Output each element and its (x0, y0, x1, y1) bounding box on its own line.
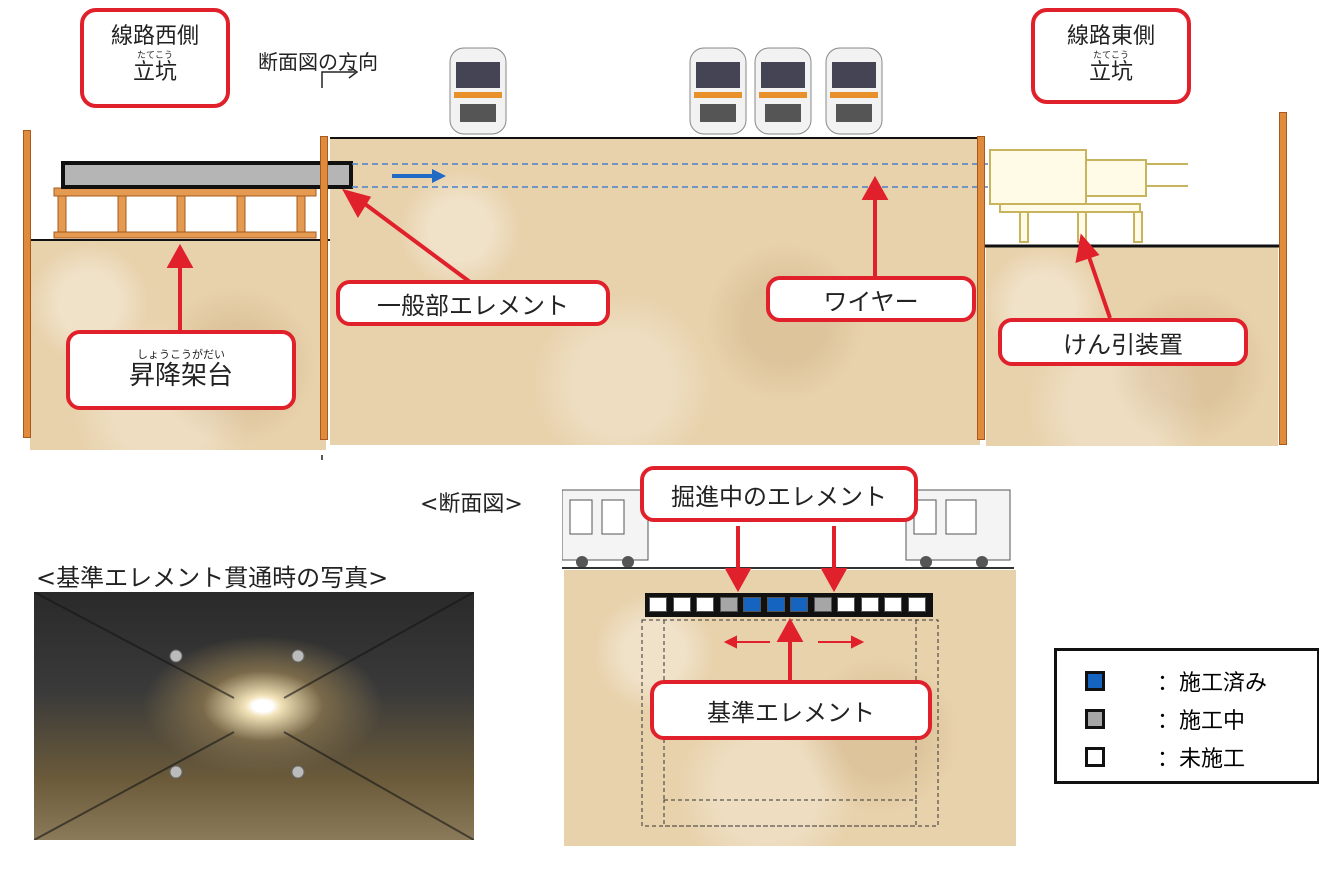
traction-device-label: けん引装置 (998, 318, 1248, 366)
tunnel-photo-lines (33, 591, 475, 841)
train-icon (449, 47, 507, 135)
legend-label-not-started: ：未施工 (1157, 747, 1246, 772)
legend-item: ：施工中 (1085, 703, 1245, 735)
section-direction-marks (321, 65, 359, 460)
east-inner-wall (977, 136, 985, 440)
element-row (645, 593, 933, 617)
west-shaft-label: 線路西側 たてこう 立坑 (80, 8, 230, 108)
west-shaft-title: 線路西側 (110, 24, 199, 49)
west-inner-wall (320, 136, 328, 440)
legend-item: ：未施工 (1085, 741, 1245, 773)
longitudinal-section-svg (28, 65, 1279, 460)
element-cell (766, 597, 785, 612)
west-shaft-name: 立坑 (132, 60, 177, 85)
element-cell (696, 597, 714, 612)
element-cell (719, 597, 738, 612)
tunnel-photo (33, 591, 475, 841)
element-cell (860, 597, 879, 612)
east-shaft-name: 立坑 (1088, 60, 1133, 85)
cross-section-title: <断面図> (420, 492, 523, 517)
legend-label-done: ：施工済み (1157, 671, 1268, 696)
train-icon (754, 47, 812, 135)
element-cell (837, 597, 855, 612)
general-element-label: 一般部エレメント (336, 280, 610, 326)
general-element-block (61, 161, 353, 189)
east-shaft-label: 線路東側 たてこう 立坑 (1031, 8, 1191, 104)
west-outer-wall (23, 130, 31, 438)
legend-item: ：施工済み (1085, 665, 1267, 697)
legend-box: ：施工済み ：施工中 ：未施工 (1054, 648, 1319, 784)
element-cell (813, 597, 832, 612)
platform-legs (57, 195, 306, 233)
excavating-element-label: 掘進中のエレメント (640, 466, 918, 522)
train-icon (825, 47, 883, 135)
train-icons (449, 47, 883, 135)
element-cell (672, 597, 691, 612)
element-cell (649, 597, 667, 612)
train-icon (689, 47, 747, 135)
platform-base (53, 231, 317, 239)
lift-platform-ruby: しょうこうがだい (137, 348, 225, 361)
legend-swatch-in-progress (1085, 709, 1105, 729)
train-side-left (562, 489, 649, 568)
west-shaft-ruby: たてこう (136, 51, 173, 61)
legend-swatch-not-started (1085, 747, 1105, 767)
lift-platform-text: 昇降架台 (128, 361, 233, 391)
east-shaft-title: 線路東側 (1066, 24, 1155, 49)
photo-title: <基準エレメント貫通時の写真> (36, 564, 389, 592)
label-arrows (166, 175, 1112, 330)
legend-label-in-progress: ：施工中 (1157, 709, 1246, 734)
cross-section-trains (562, 489, 1014, 569)
element-cell (884, 597, 902, 612)
east-shaft-ruby: たてこう (1092, 51, 1129, 61)
traction-device-drawing (989, 149, 1188, 243)
section-direction-label: 断面図の方向 (258, 50, 378, 74)
wire-label: ワイヤー (766, 276, 976, 322)
platform-beam (53, 187, 317, 197)
lift-platform-label: しょうこうがだい 昇降架台 (66, 330, 296, 410)
east-outer-wall (1279, 112, 1287, 445)
reference-element-label: 基準エレメント (650, 680, 932, 740)
legend-swatch-done (1085, 671, 1105, 691)
train-side-right (905, 489, 1011, 568)
element-cell (743, 597, 761, 612)
advance-arrow-head (432, 169, 446, 183)
element-cell (790, 597, 808, 612)
element-cell (907, 597, 926, 612)
